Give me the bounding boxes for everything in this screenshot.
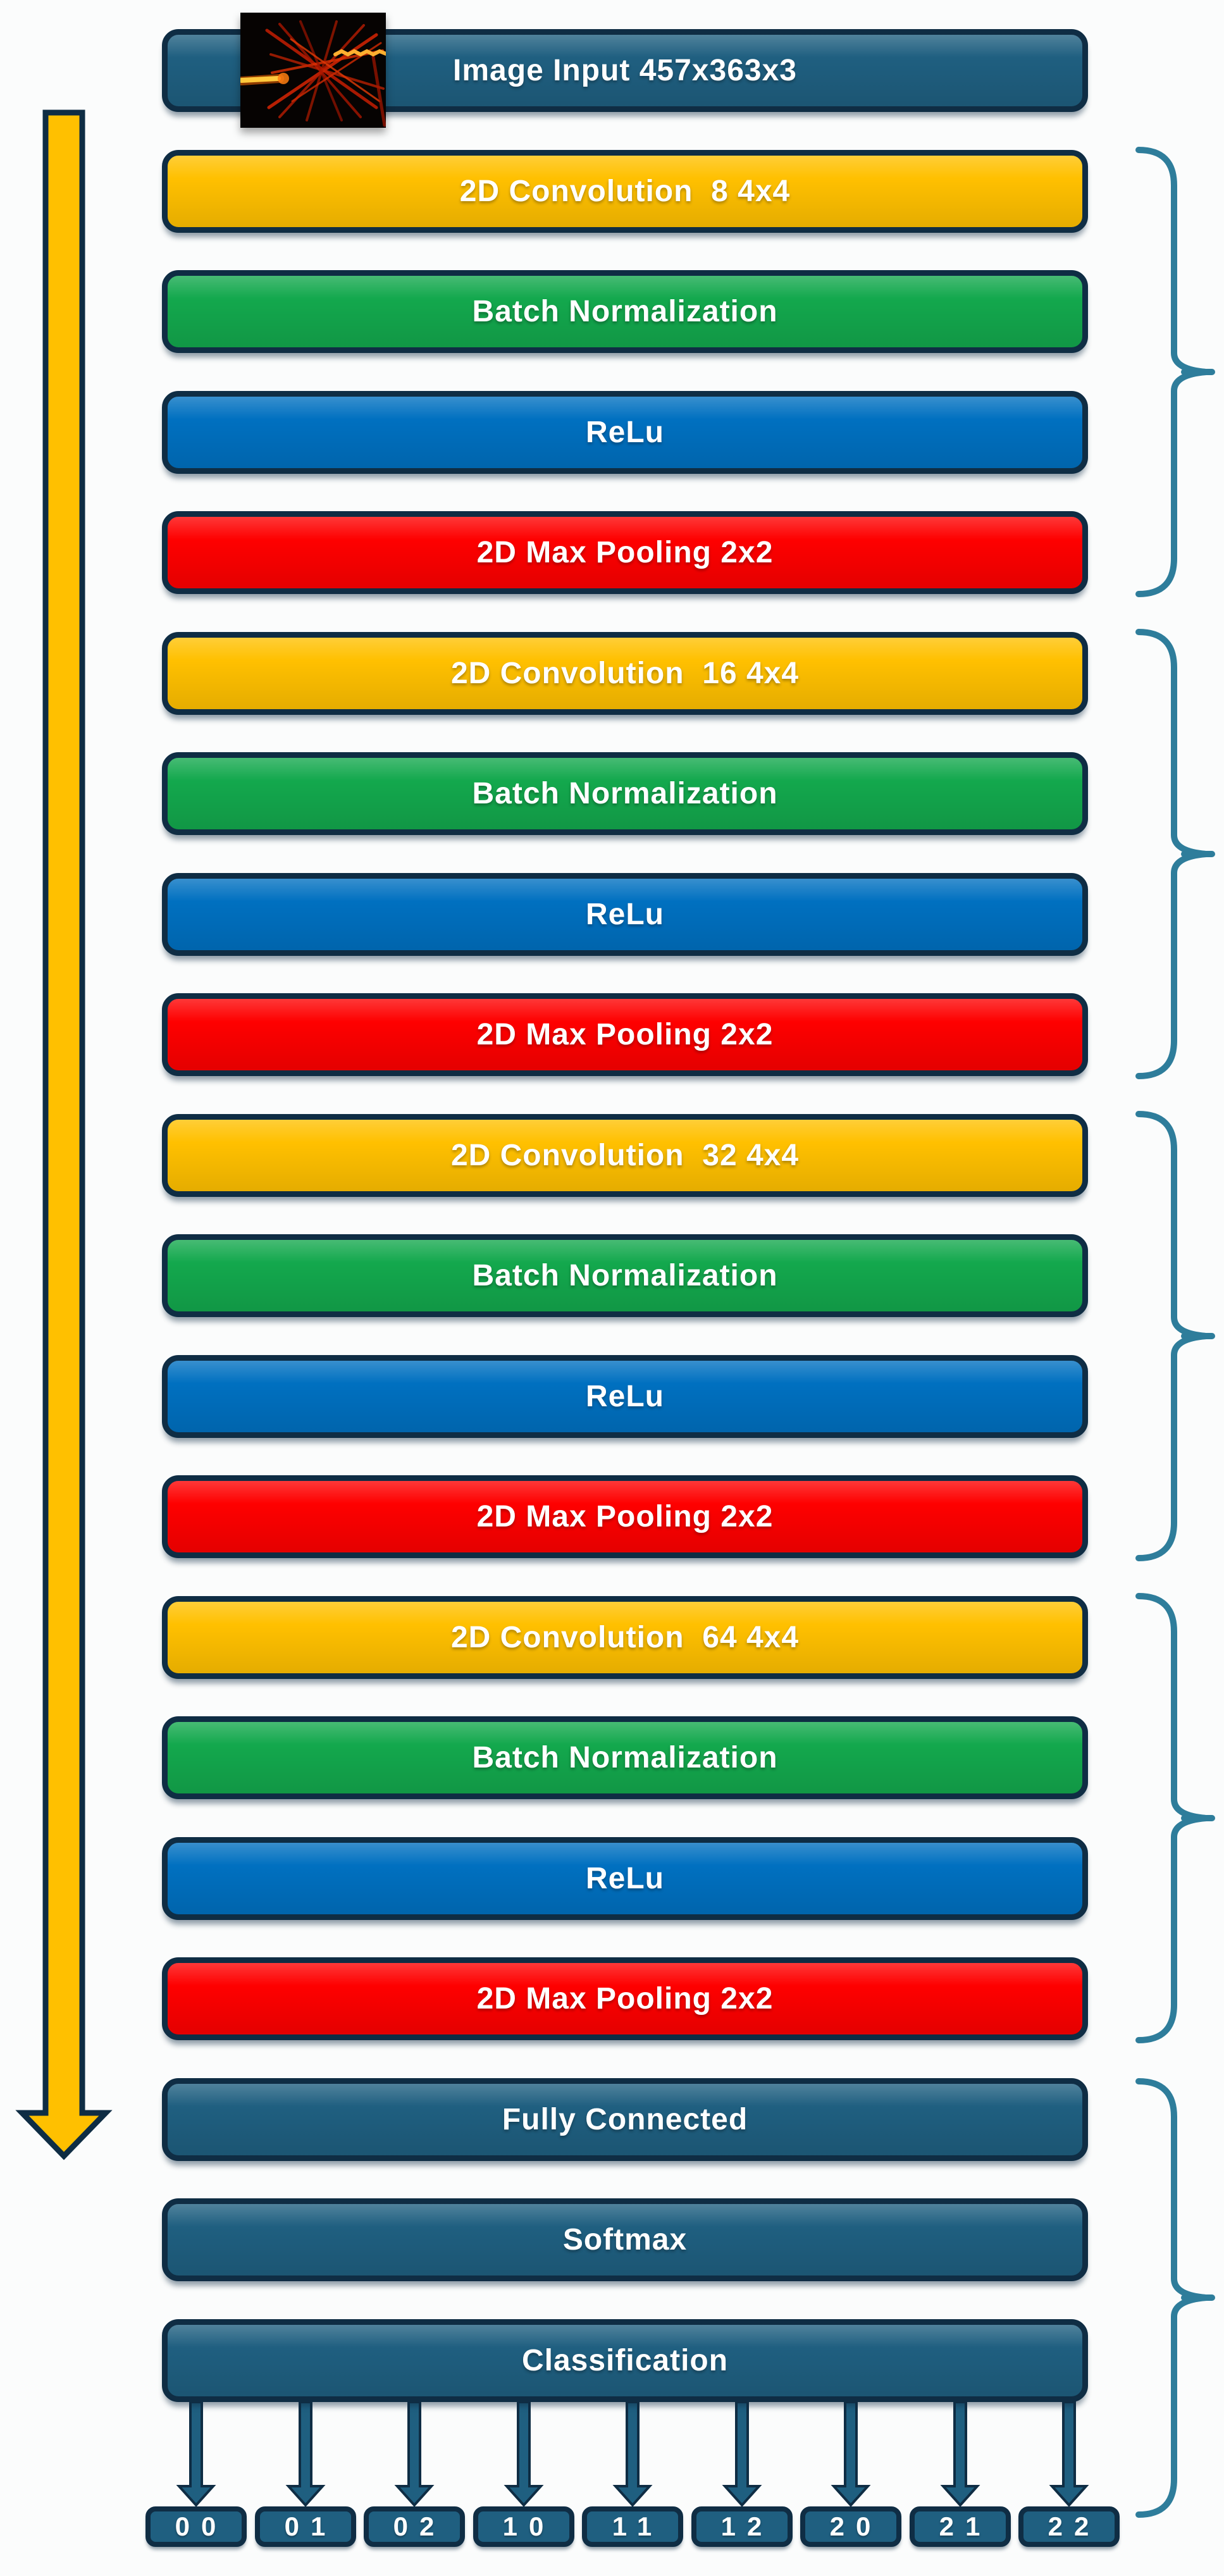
output-label: 00 [175, 2511, 228, 2541]
layer-label: 2D Max Pooling 2x2 [476, 536, 774, 569]
output-class-20: 20 [800, 2506, 901, 2547]
output-label: 22 [1048, 2511, 1101, 2541]
layer-label: Classification [521, 2344, 729, 2377]
layer-label: Batch Normalization [472, 1259, 778, 1292]
input-spectrogram-image [240, 13, 386, 128]
output-class-00: 00 [145, 2506, 247, 2547]
layer-batchnorm-4: Batch Normalization [162, 1716, 1088, 1799]
output-arrow-5 [612, 2401, 653, 2507]
layer-relu-1: ReLu [162, 391, 1088, 474]
output-arrow-4 [504, 2401, 544, 2507]
layer-label: ReLu [586, 898, 664, 931]
output-class-10: 10 [473, 2506, 574, 2547]
layer-label: Batch Normalization [472, 1741, 778, 1774]
output-label: 21 [939, 2511, 992, 2541]
layer-conv2d-4: 2D Convolution 64 4x4 [162, 1596, 1088, 1679]
layer-relu-4: ReLu [162, 1837, 1088, 1920]
layer-relu-3: ReLu [162, 1355, 1088, 1438]
output-label: 20 [829, 2511, 882, 2541]
output-arrow-8 [940, 2401, 980, 2507]
output-class-01: 01 [255, 2506, 356, 2547]
output-class-11: 11 [582, 2506, 683, 2547]
layer-label: 2D Max Pooling 2x2 [476, 1982, 774, 2016]
layer-label: Batch Normalization [472, 295, 778, 328]
layer-maxpool-4: 2D Max Pooling 2x2 [162, 1957, 1088, 2040]
layer-conv2d-3: 2D Convolution 32 4x4 [162, 1114, 1088, 1197]
layer-batchnorm-3: Batch Normalization [162, 1234, 1088, 1317]
spectrogram-pattern [240, 20, 386, 127]
output-class-12: 12 [691, 2506, 793, 2547]
layer-fully-connected: Fully Connected [162, 2078, 1088, 2161]
layer-batchnorm-2: Batch Normalization [162, 752, 1088, 835]
layer-label: Image Input 457x363x3 [453, 54, 797, 87]
layer-batchnorm-1: Batch Normalization [162, 270, 1088, 353]
flow-down-arrow [15, 109, 113, 2160]
output-class-02: 02 [364, 2506, 465, 2547]
output-label: 12 [720, 2511, 774, 2541]
output-arrow-3 [394, 2401, 435, 2507]
output-arrow-6 [722, 2401, 762, 2507]
layer-label: 2D Convolution 16 4x4 [450, 657, 800, 690]
output-label: 02 [393, 2511, 446, 2541]
spectrogram-background [240, 13, 386, 128]
layer-label: ReLu [586, 1862, 664, 1895]
output-arrow-7 [831, 2401, 871, 2507]
output-label: 01 [284, 2511, 337, 2541]
output-arrow-2 [285, 2401, 326, 2507]
layer-label: 2D Max Pooling 2x2 [476, 1500, 774, 1533]
layer-label: ReLu [586, 1380, 664, 1413]
layer-label: 2D Convolution 32 4x4 [450, 1139, 800, 1172]
layer-relu-2: ReLu [162, 873, 1088, 956]
layer-maxpool-1: 2D Max Pooling 2x2 [162, 511, 1088, 594]
layer-softmax: Softmax [162, 2198, 1088, 2281]
output-label: 11 [612, 2511, 664, 2541]
layer-classification: Classification [162, 2319, 1088, 2402]
output-class-22: 22 [1018, 2506, 1120, 2547]
layer-label: Softmax [562, 2223, 688, 2257]
layer-conv2d-2: 2D Convolution 16 4x4 [162, 632, 1088, 715]
layer-label: 2D Convolution 8 4x4 [459, 175, 791, 208]
output-arrow-9 [1049, 2401, 1089, 2507]
output-class-21: 21 [910, 2506, 1011, 2547]
layer-label: Batch Normalization [472, 777, 778, 810]
layer-label: ReLu [586, 416, 664, 449]
output-arrow-1 [176, 2401, 216, 2507]
layer-label: 2D Convolution 64 4x4 [450, 1621, 800, 1654]
layer-maxpool-2: 2D Max Pooling 2x2 [162, 993, 1088, 1076]
layer-conv2d-1: 2D Convolution 8 4x4 [162, 150, 1088, 233]
layer-label: Fully Connected [502, 2103, 748, 2136]
output-label: 10 [502, 2511, 555, 2541]
layer-label: 2D Max Pooling 2x2 [476, 1018, 774, 1051]
layer-maxpool-3: 2D Max Pooling 2x2 [162, 1475, 1088, 1558]
